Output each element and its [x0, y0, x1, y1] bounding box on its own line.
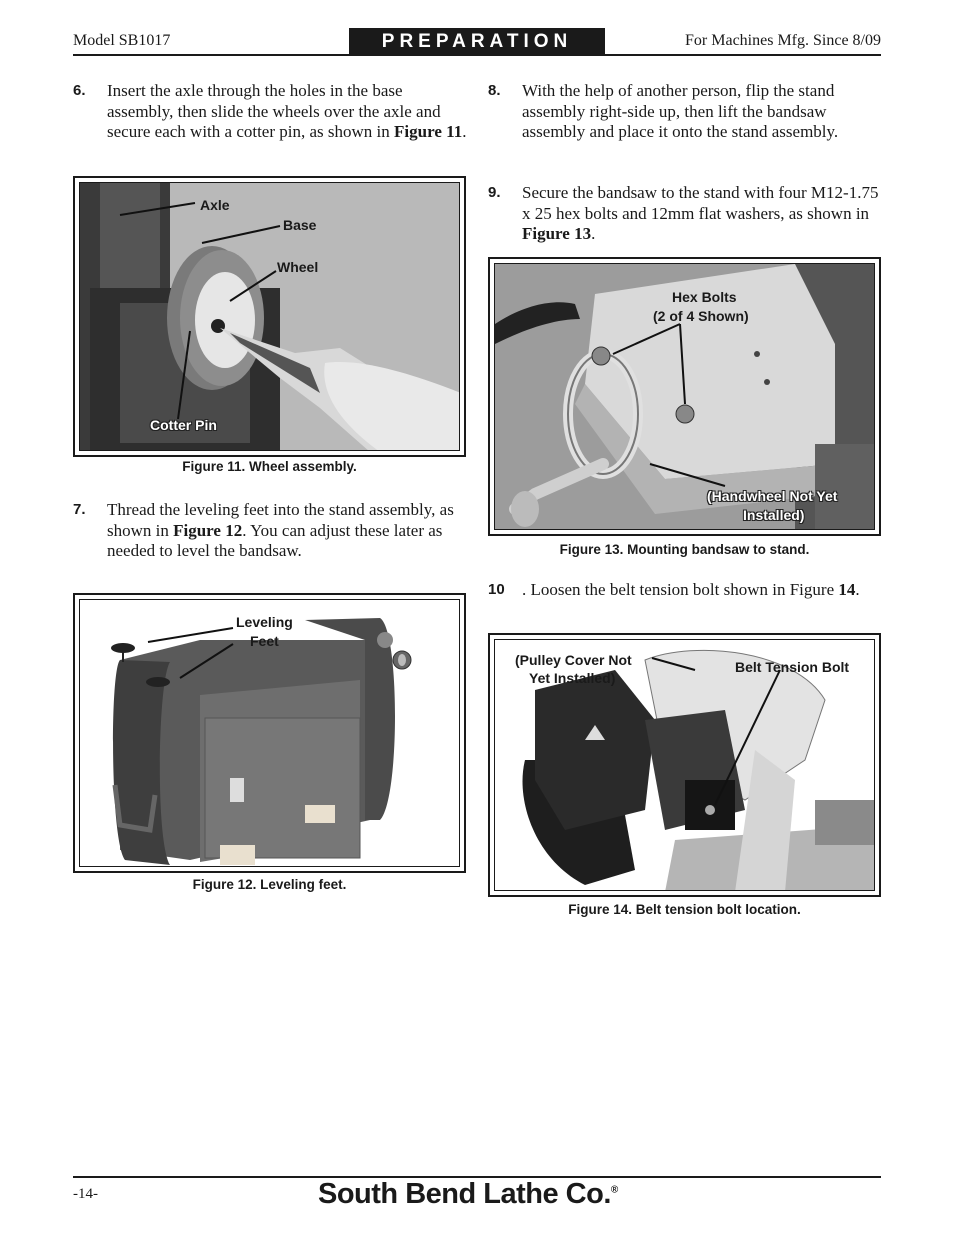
label-pulley-installed: Yet Installed)	[529, 670, 616, 686]
step-number: 6.	[73, 82, 86, 99]
step-6: 6. Insert the axle through the holes in …	[73, 81, 468, 143]
step-9: 9. Secure the bandsaw to the stand with …	[488, 183, 881, 245]
label-base: Base	[283, 217, 317, 233]
footer-rule	[73, 1176, 881, 1178]
label-wheel: Wheel	[277, 259, 319, 275]
manufacture-date: For Machines Mfg. Since 8/09	[685, 32, 881, 49]
figure-11: Axle Base Wheel Cotter Pin	[73, 176, 466, 457]
label-handwheel-note: (Handwheel Not Yet	[707, 488, 838, 504]
figure-ref: Figure 12	[173, 520, 243, 540]
figure-12-caption: Figure 12. Leveling feet.	[192, 877, 347, 892]
section-title: PREPARATION	[349, 28, 605, 54]
leveling-feet-photo	[80, 600, 459, 866]
step-text: Secure the bandsaw to the stand with fou…	[522, 183, 879, 223]
step-text-end: .	[591, 224, 596, 243]
figure-11-caption: Figure 11. Wheel assembly.	[182, 459, 357, 474]
step-8: 8. With the help of another person, flip…	[488, 81, 881, 143]
step-text: With the help of another person, flip th…	[522, 81, 839, 141]
step-text-end: .	[462, 122, 467, 141]
brand-name: South Bend Lathe Co.	[318, 1178, 611, 1210]
label-pulley-cover: (Pulley Cover Not	[515, 652, 632, 668]
registered-mark: ®	[610, 1184, 618, 1196]
figure-ref: Figure 11	[394, 122, 463, 141]
figure-13: Hex Bolts (2 of 4 Shown) (Handwheel Not …	[488, 257, 881, 536]
label-axle: Axle	[200, 197, 230, 213]
step-text: Thread the leveling feet into the stand …	[107, 500, 454, 540]
figure-ref: Figure 13	[522, 224, 592, 243]
step-10: 10 . Loosen the belt tension bolt shown …	[488, 580, 881, 601]
step-number: 8.	[488, 82, 501, 99]
step-number: 9.	[488, 184, 501, 201]
step-text: Insert the axle through the holes in the…	[107, 81, 441, 141]
label-handwheel-installed: Installed)	[743, 507, 805, 523]
figure-12: Leveling Feet	[73, 593, 466, 873]
label-feet: Feet	[250, 633, 279, 649]
step-number: 7.	[73, 501, 86, 518]
label-cotter-pin: Cotter Pin	[150, 417, 217, 433]
figure-ref: 14	[838, 580, 856, 599]
step-text-end: .	[855, 580, 860, 599]
wheel-assembly-photo	[80, 183, 459, 450]
figure-13-caption: Figure 13. Mounting bandsaw to stand.	[559, 542, 810, 557]
figure-14-caption: Figure 14. Belt tension bolt location.	[568, 902, 801, 917]
header-rule	[73, 54, 881, 56]
model-number: Model SB1017	[73, 32, 171, 49]
step-text: . Loosen the belt tension bolt shown in …	[522, 580, 839, 599]
step-7: 7. Thread the leveling feet into the sta…	[73, 500, 468, 562]
figure-14: (Pulley Cover Not Yet Installed) Belt Te…	[488, 633, 881, 897]
step-text-end: . You can adjust these later as needed t…	[107, 520, 443, 561]
page-number: -14-	[73, 1186, 98, 1202]
step-number: 10	[488, 581, 505, 598]
label-leveling: Leveling	[236, 614, 293, 630]
label-hex-bolts-count: (2 of 4 Shown)	[653, 308, 749, 324]
belt-tension-bolt-photo	[495, 640, 874, 890]
mounting-bandsaw-photo	[495, 264, 874, 529]
label-belt-tension-bolt: Belt Tension Bolt	[735, 659, 850, 675]
label-hex-bolts: Hex Bolts	[672, 289, 737, 305]
brand-logo: South Bend Lathe Co.®	[318, 1178, 618, 1211]
